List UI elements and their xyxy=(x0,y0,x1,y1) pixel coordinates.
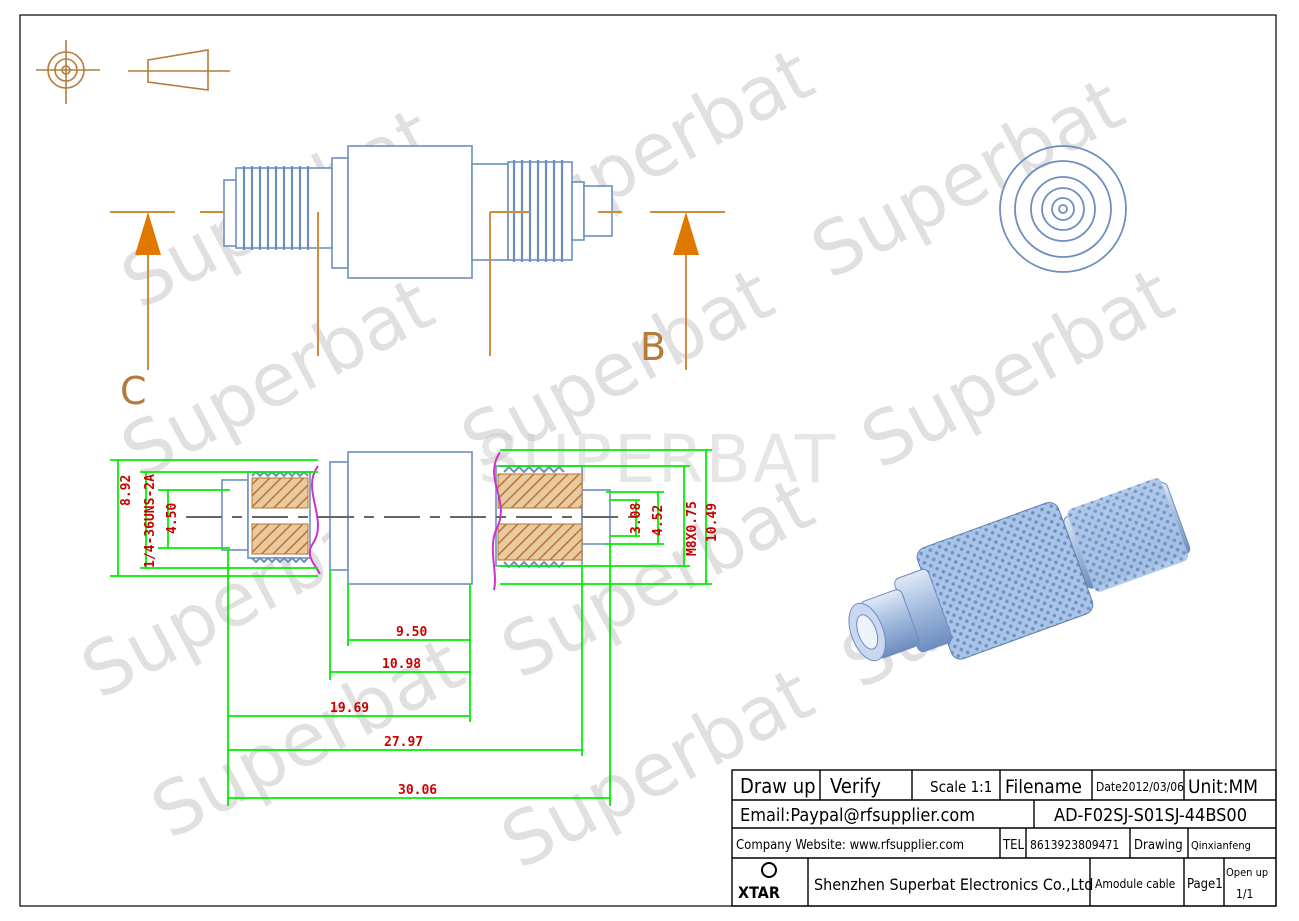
dim-3-08: 3.08 xyxy=(629,503,644,534)
tb-tel-label: TEL xyxy=(1002,838,1025,853)
watermarks: Superbat Superbat Superbat Superbat Supe… xyxy=(68,31,1187,886)
dim-thread-left: 1/4-36UNS-2A xyxy=(143,474,158,568)
tb-unit: Unit:MM xyxy=(1188,776,1258,798)
end-view xyxy=(999,145,1127,273)
tb-drawing-label: Drawing xyxy=(1134,838,1183,853)
dim-8-92: 8.92 xyxy=(119,475,134,506)
dim-thread-right: M8X0.75 xyxy=(685,501,700,556)
tb-open-up-pages: 1/1 xyxy=(1236,887,1253,901)
section-label-b: B xyxy=(640,325,666,369)
hatched-section xyxy=(497,473,583,509)
tb-email: Email:Paypal@rfsupplier.com xyxy=(740,805,975,826)
tb-open-up: Open up xyxy=(1226,866,1268,879)
section-label-c: C xyxy=(120,369,147,413)
dim-30-06: 30.06 xyxy=(398,783,437,798)
tb-verify: Verify xyxy=(830,774,881,798)
dim-9-50: 9.50 xyxy=(396,625,427,640)
adapter-render xyxy=(848,478,1191,662)
section-arrow-c-icon xyxy=(135,212,161,255)
watermark: Superbat xyxy=(798,61,1137,296)
drawing-border xyxy=(19,14,1277,907)
tb-date: Date2012/03/06 xyxy=(1096,780,1184,794)
dim-19-69: 19.69 xyxy=(330,701,369,716)
section-arrow-b-icon xyxy=(673,212,699,255)
projection-symbol-icon xyxy=(36,40,230,104)
hatched-section xyxy=(251,477,309,509)
tb-drawer: Qinxianfeng xyxy=(1191,839,1251,852)
tb-website: Company Website: www.rfsupplier.com xyxy=(736,838,964,853)
break-line xyxy=(491,451,502,591)
watermark: Superbat xyxy=(848,251,1187,486)
tb-tel: 8613923809471 xyxy=(1030,838,1119,852)
title-block xyxy=(731,769,1277,907)
break-line xyxy=(308,465,321,575)
xtar-logo-text: XTAR xyxy=(738,883,780,902)
dim-10-98: 10.98 xyxy=(382,657,421,672)
tb-scale: Scale 1:1 xyxy=(930,778,992,796)
hatched-section xyxy=(251,523,309,555)
tb-product: Amodule cable xyxy=(1095,877,1176,891)
dim-27-97: 27.97 xyxy=(384,735,423,750)
hatched-section xyxy=(497,523,583,561)
tb-file-number: AD-F02SJ-S01SJ-44BS00 xyxy=(1054,805,1247,826)
dim-4-52: 4.52 xyxy=(651,505,666,536)
tb-page: Page1 xyxy=(1187,877,1223,892)
tb-company: Shenzhen Superbat Electronics Co.,Ltd xyxy=(814,875,1093,894)
side-view xyxy=(223,145,613,279)
xtar-logo-icon: XTAR xyxy=(738,862,780,902)
dim-4-50: 4.50 xyxy=(165,503,180,534)
tb-draw-up: Draw up xyxy=(740,774,816,798)
dimension-lines xyxy=(110,449,712,806)
section-lines xyxy=(110,211,725,370)
tb-filename-label: Filename xyxy=(1005,776,1082,798)
dim-10-49: 10.49 xyxy=(705,503,720,542)
